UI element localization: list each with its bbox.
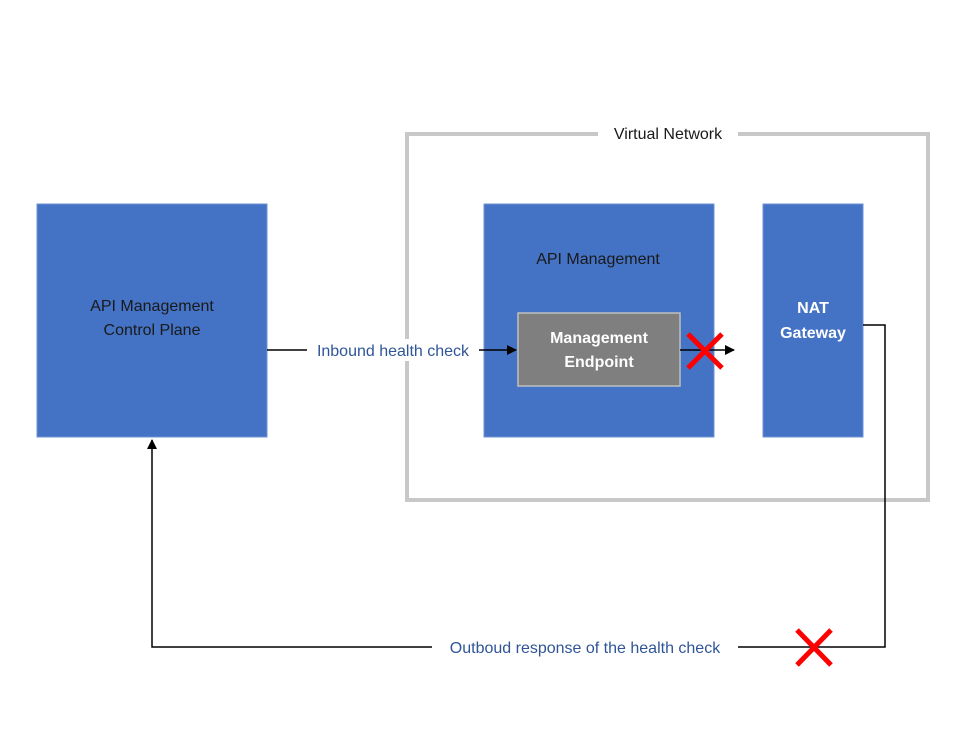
- management-endpoint-label-line1: Management: [550, 330, 648, 347]
- red-x-icon: [795, 628, 833, 667]
- management-endpoint-label-line2: Endpoint: [564, 354, 634, 371]
- virtual-network-container: Virtual Network: [405, 124, 930, 502]
- outbound-edge-label: Outboud response of the health check: [450, 640, 721, 657]
- api-management-label: API Management: [536, 251, 660, 268]
- control-plane-box: [36, 203, 268, 438]
- red-x-icon: [686, 332, 724, 370]
- management-endpoint-box: [517, 312, 681, 387]
- inbound-edge-label-bg: [307, 339, 479, 361]
- outbound-response-edge: Outboud response of the health check: [147, 324, 886, 667]
- nat-gateway-label-line1: NAT: [797, 300, 829, 317]
- control-plane-label-line1: API Management: [90, 298, 214, 315]
- nat-gateway-node: NAT Gateway: [762, 203, 864, 438]
- nat-gateway-label-line2: Gateway: [780, 325, 846, 342]
- outbound-edge-line: [147, 324, 886, 648]
- control-plane-node: API Management Control Plane: [36, 203, 268, 438]
- endpoint-to-nat-edge: [680, 332, 735, 370]
- inbound-edge-label: Inbound health check: [317, 343, 470, 360]
- management-endpoint-node: Management Endpoint: [517, 312, 681, 387]
- nat-gateway-box: [762, 203, 864, 438]
- outbound-edge-label-bg: [432, 636, 738, 658]
- virtual-network-label-bg: [598, 124, 738, 144]
- control-plane-label-line2: Control Plane: [104, 322, 201, 339]
- inbound-health-check-edge: Inbound health check: [267, 339, 517, 361]
- virtual-network-label: Virtual Network: [614, 126, 723, 143]
